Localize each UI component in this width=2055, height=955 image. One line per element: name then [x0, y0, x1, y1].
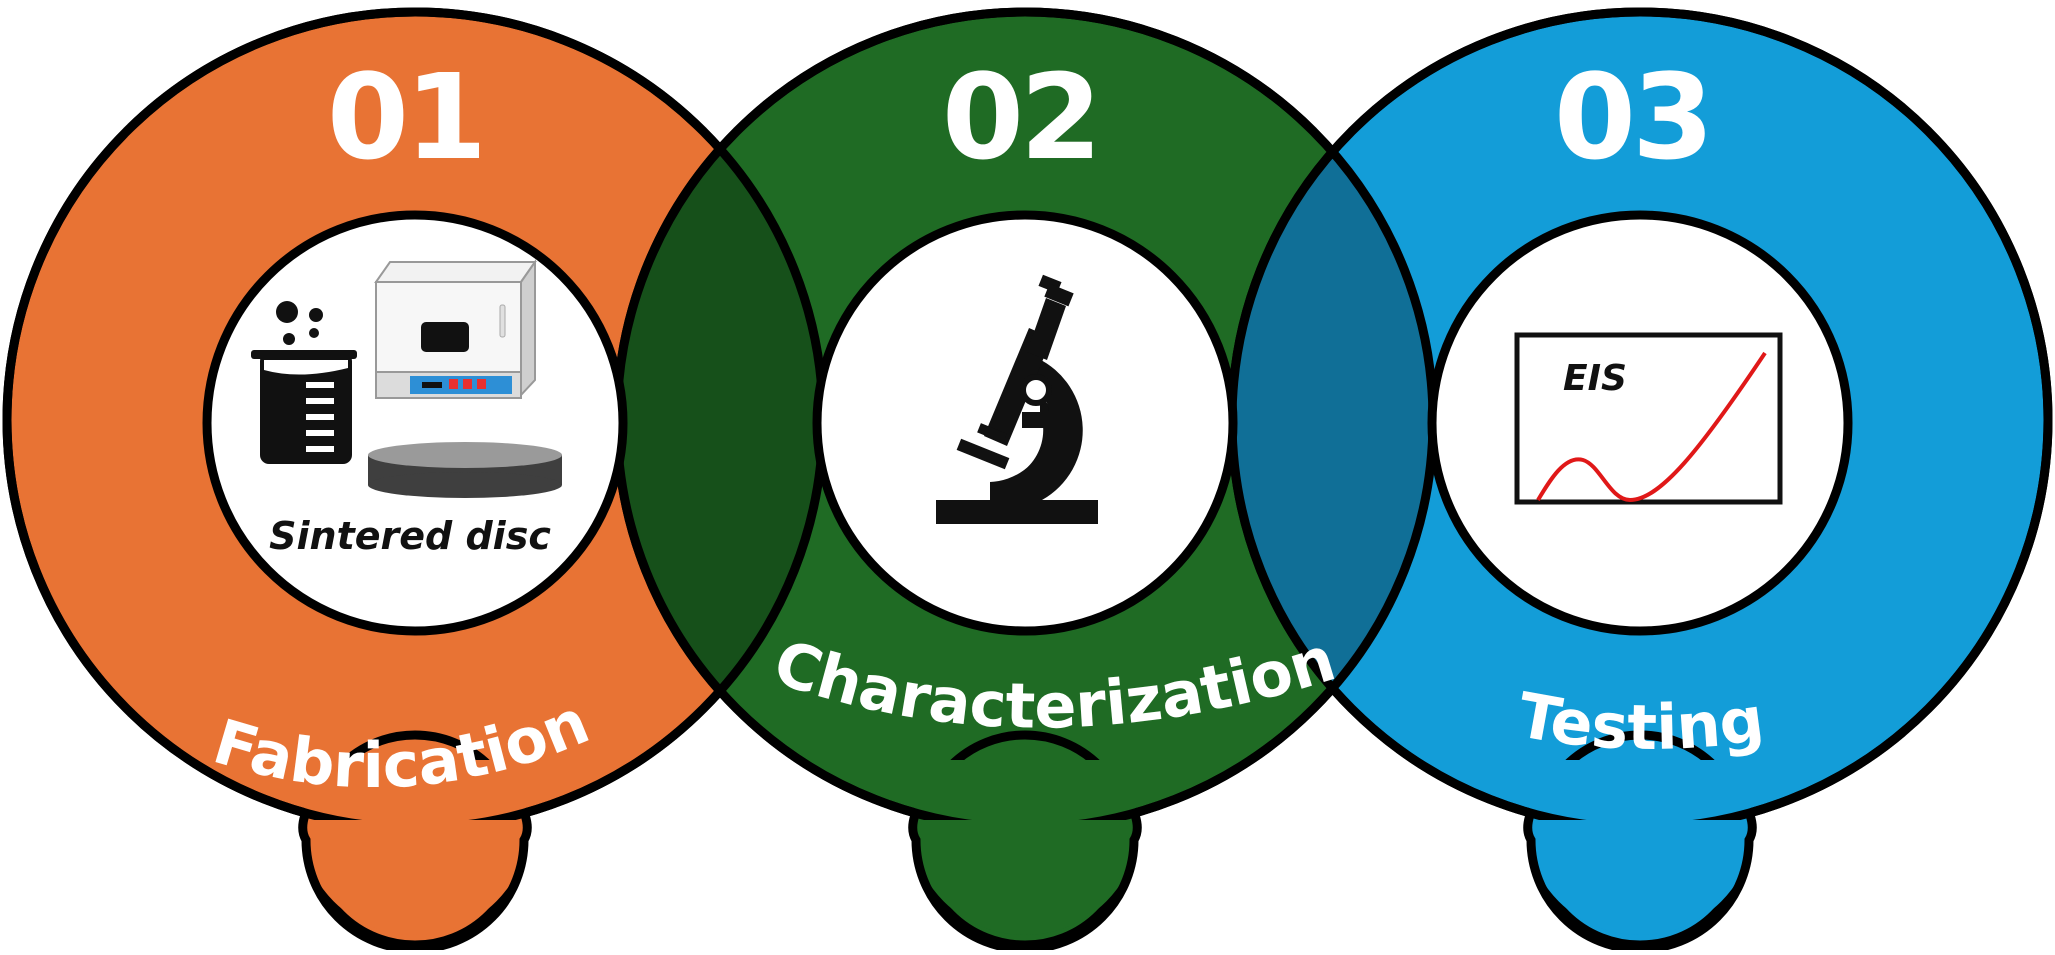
testing-label: Testing: [1512, 678, 1768, 764]
tabs-overlay: [298, 813, 1757, 954]
step-number-03: 03: [1554, 48, 1710, 186]
eis-plot-label: EIS: [1563, 358, 1627, 399]
sintered-disc-caption: Sintered disc: [269, 514, 551, 558]
eis-plot-icon: [1514, 332, 1783, 505]
testing-label-path: Testing: [1512, 678, 1768, 764]
furnace-icon: [374, 258, 537, 399]
step-number-01: 01: [327, 48, 483, 186]
beaker-icon: [251, 301, 357, 464]
microscope-icon: [936, 274, 1098, 524]
step-number-02: 02: [942, 48, 1098, 186]
sintered-disc-icon: [368, 442, 562, 498]
